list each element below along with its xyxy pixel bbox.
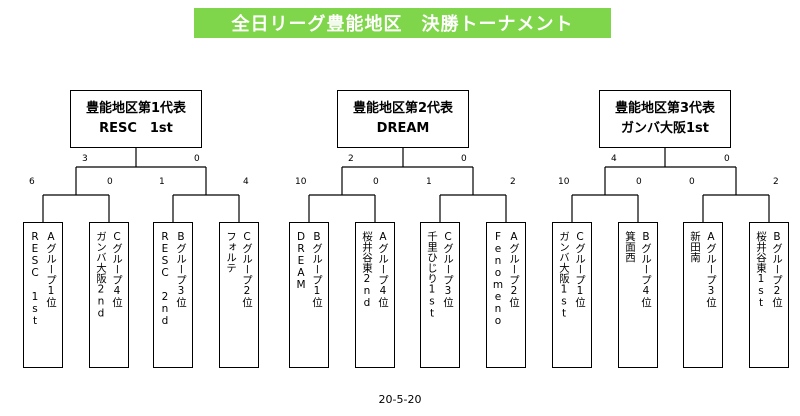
- champion-box: 豊能地区第3代表ガンバ大阪1st: [599, 90, 731, 148]
- semi-left-score: 3: [82, 154, 88, 164]
- team-group-rank: Bグループ2位: [771, 231, 783, 308]
- champion-team: RESC 1st: [99, 121, 173, 136]
- team-group-rank: Aグループ3位: [705, 231, 717, 308]
- champion-box: 豊能地区第2代表 DREAM: [337, 90, 469, 148]
- match1-right-score: 0: [373, 177, 379, 187]
- match2-right-score: 2: [773, 177, 779, 187]
- match2-right-score: 2: [510, 177, 516, 187]
- team-name: 桜井谷東1st: [755, 231, 767, 309]
- team-box: Cグループ3位千里ひじり1st: [420, 222, 460, 368]
- team-group-rank: Bグループ3位: [175, 231, 187, 308]
- semi-right-score: 0: [724, 154, 730, 164]
- team-group-rank: Cグループ3位: [442, 231, 454, 308]
- match1-right-score: 0: [107, 177, 113, 187]
- team-name: 箕面西: [624, 231, 636, 263]
- match1-left-score: 10: [295, 177, 307, 187]
- match2-right-score: 4: [243, 177, 249, 187]
- team-name: RESC 2nd: [159, 231, 171, 327]
- team-box: Bグループ1位 DREAM: [289, 222, 329, 368]
- team-group-rank: Cグループ1位: [574, 231, 586, 308]
- match1-right-score: 0: [636, 177, 642, 187]
- match2-left-score: 0: [689, 177, 695, 187]
- match2-left-score: 1: [426, 177, 432, 187]
- team-group-rank: Cグループ2位: [241, 231, 253, 308]
- team-box: Bグループ3位 RESC 2nd: [153, 222, 193, 368]
- team-box: Cグループ1位ガンバ大阪1st: [552, 222, 592, 368]
- team-box: Aグループ3位新田南: [683, 222, 723, 368]
- team-box: Cグループ2位フォルテ: [219, 222, 259, 368]
- team-name: 桜井谷東2nd: [361, 231, 373, 309]
- team-box: Aグループ1位 RESC 1st: [23, 222, 63, 368]
- team-name: フォルテ: [225, 231, 237, 273]
- champion-title: 豊能地区第3代表: [614, 101, 716, 116]
- team-name: Fenomeno: [492, 231, 504, 327]
- champion-title: 豊能地区第2代表: [352, 101, 454, 116]
- team-name: ガンバ大阪2nd: [95, 231, 107, 320]
- team-group-rank: Bグループ1位: [311, 231, 323, 308]
- team-box: Aグループ4位桜井谷東2nd: [355, 222, 395, 368]
- team-group-rank: Aグループ2位: [508, 231, 520, 308]
- team-box: Cグループ4位ガンバ大阪2nd: [89, 222, 129, 368]
- semi-right-score: 0: [194, 154, 200, 164]
- team-box: Aグループ2位 Fenomeno: [486, 222, 526, 368]
- semi-left-score: 2: [348, 154, 354, 164]
- match2-left-score: 1: [159, 177, 165, 187]
- date-footer: 20-5-20: [378, 393, 422, 406]
- semi-left-score: 4: [611, 154, 617, 164]
- team-box: Bグループ2位桜井谷東1st: [749, 222, 789, 368]
- team-name: RESC 1st: [29, 231, 41, 327]
- match1-left-score: 10: [558, 177, 570, 187]
- team-name: DREAM: [295, 231, 307, 291]
- team-name: 千里ひじり1st: [426, 231, 438, 320]
- champion-box: 豊能地区第1代表 RESC 1st: [70, 90, 202, 148]
- champion-team: ガンバ大阪1st: [621, 121, 709, 136]
- semi-right-score: 0: [461, 154, 467, 164]
- team-group-rank: Cグループ4位: [111, 231, 123, 308]
- team-group-rank: Bグループ4位: [640, 231, 652, 308]
- tournament-title: 全日リーグ豊能地区 決勝トーナメント: [231, 14, 574, 35]
- match1-left-score: 6: [29, 177, 35, 187]
- champion-team: DREAM: [376, 121, 430, 136]
- tournament-title-banner: 全日リーグ豊能地区 決勝トーナメント: [194, 8, 611, 38]
- team-box: Bグループ4位箕面西: [618, 222, 658, 368]
- team-name: ガンバ大阪1st: [558, 231, 570, 320]
- team-group-rank: Aグループ4位: [377, 231, 389, 308]
- champion-title: 豊能地区第1代表: [85, 101, 187, 116]
- team-group-rank: Aグループ1位: [45, 231, 57, 308]
- team-name: 新田南: [689, 231, 701, 263]
